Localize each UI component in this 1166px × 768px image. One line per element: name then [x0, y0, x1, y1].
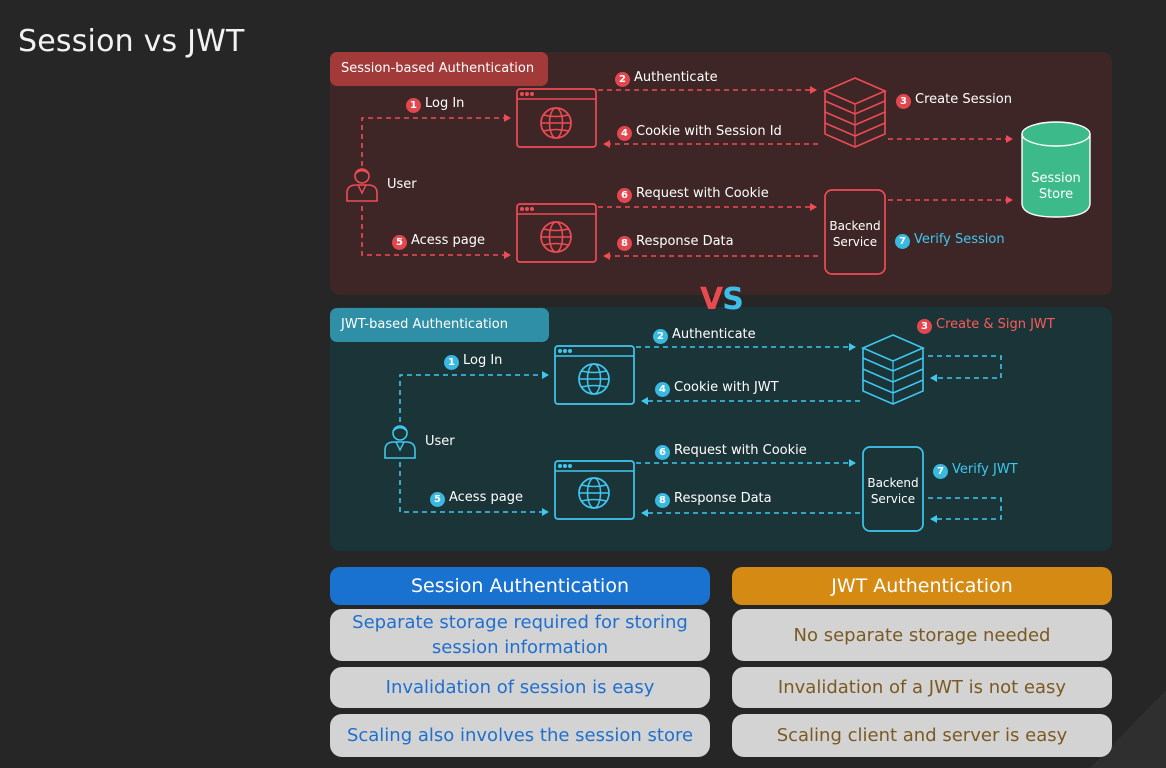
session-browser-top [516, 88, 597, 148]
session-arrows [361, 86, 1013, 260]
session-user-icon [346, 168, 378, 202]
jwt-browser-top [554, 345, 635, 405]
jwt-user-label: User [425, 434, 455, 449]
session-backend-box [824, 189, 886, 275]
jwt-arrows [399, 343, 1002, 523]
session-user-label: User [387, 177, 417, 192]
session-browser-bottom [516, 203, 597, 263]
jwt-row-scaling: Scaling client and server is easy [732, 714, 1112, 757]
session-store-icon [1021, 121, 1091, 218]
vs-label: VS [700, 282, 744, 317]
page-title: Session vs JWT [18, 24, 245, 59]
session-server-icon [824, 77, 886, 148]
session-panel-title: Session-based Authentication [330, 52, 548, 86]
jwt-browser-bottom [554, 460, 635, 520]
jwt-backend-box [862, 446, 924, 532]
jwt-row-invalidation: Invalidation of a JWT is not easy [732, 667, 1112, 708]
jwt-auth-header: JWT Authentication [732, 567, 1112, 605]
session-row-storage: Separate storage required for storing se… [330, 609, 710, 661]
jwt-user-icon [384, 425, 416, 459]
session-auth-header: Session Authentication [330, 567, 710, 605]
jwt-panel-title: JWT-based Authentication [330, 308, 549, 342]
session-row-invalidation: Invalidation of session is easy [330, 667, 710, 708]
jwt-row-storage: No separate storage needed [732, 609, 1112, 661]
session-row-scaling: Scaling also involves the session store [330, 714, 710, 757]
jwt-server-icon [862, 334, 924, 405]
